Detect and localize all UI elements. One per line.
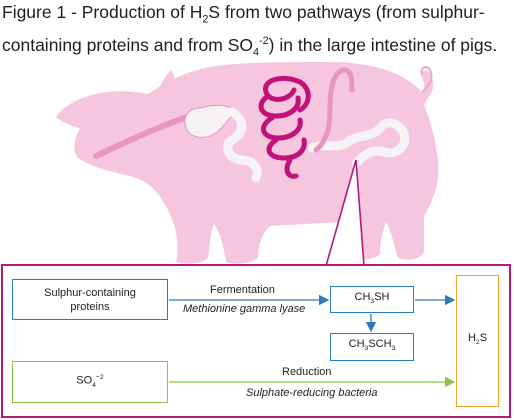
stomach (184, 104, 237, 138)
caption-sub: 4 (252, 45, 260, 58)
pig-ear (158, 70, 175, 98)
caption-text: S from two pathways (from sulphur- (208, 2, 485, 22)
enzyme-label: Methionine gamma lyase (183, 303, 306, 315)
h2s-box: H2S (456, 275, 499, 407)
proteins-box: Sulphur-containing proteins (12, 279, 168, 320)
h2s-label: H2S (467, 332, 488, 347)
caption-sub: 2 (202, 13, 209, 26)
small-intestine (223, 107, 262, 183)
large-intestine-spiral (258, 75, 311, 179)
ch3sh-box: CH3SH (330, 286, 414, 313)
pig-tail (420, 66, 433, 93)
bacteria-label: Sulphate-reducing bacteria (246, 387, 378, 399)
caption-text: Figure 1 - Production of H (2, 2, 203, 22)
figure-caption: Figure 1 - Production of H2S from two pa… (2, 2, 512, 63)
so4-label: SO4−2 (76, 374, 104, 389)
caption-text: ) in the large intestine of pigs. (268, 34, 498, 55)
caption-text: containing proteins and from SO (2, 34, 253, 55)
caption-line-1: Figure 1 - Production of H2S from two pa… (2, 2, 512, 31)
fermentation-label: Fermentation (210, 284, 275, 296)
caption-line-2: containing proteins and from SO4-2) in t… (2, 31, 512, 63)
reduction-label: Reduction (282, 366, 332, 378)
proteins-label: Sulphur-containing proteins (44, 286, 136, 313)
small-intestine-coils (307, 118, 410, 169)
ch3sch3-box: CH3SCH3 (330, 333, 414, 361)
ch3sch3-label: CH3SCH3 (348, 338, 396, 353)
colon-tube (313, 67, 355, 153)
ch3sh-label: CH3SH (354, 290, 390, 306)
so4-box: SO4−2 (12, 361, 168, 403)
caption-sup: -2 (259, 34, 269, 47)
